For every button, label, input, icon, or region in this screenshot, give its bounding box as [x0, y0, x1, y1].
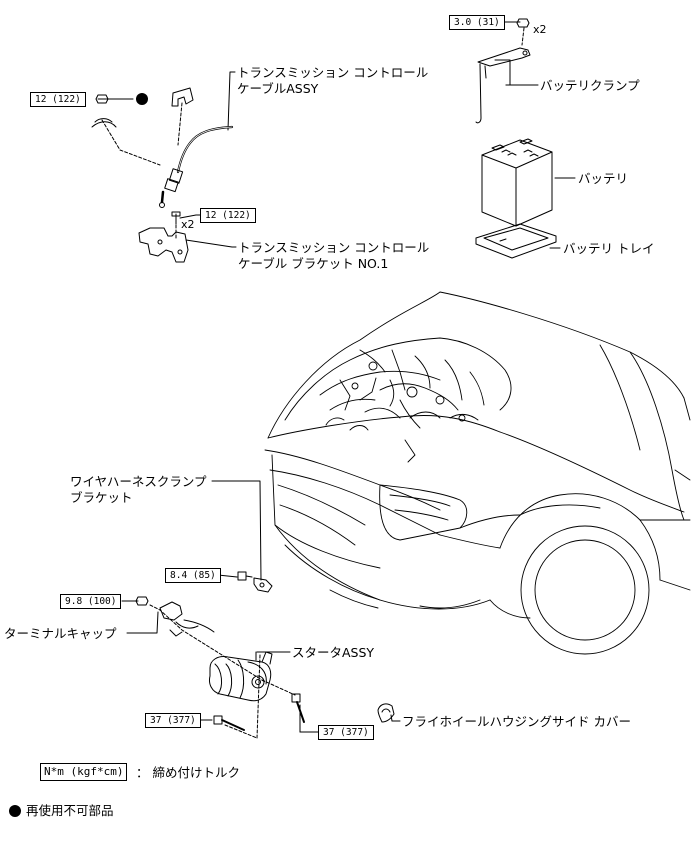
- label-harness-bracket-line1: ワイヤハーネスクランプ: [70, 474, 207, 489]
- label-harness-bracket-line2: ブラケット: [70, 490, 133, 505]
- label-battery-clamp: バッテリクランプ: [540, 78, 640, 93]
- label-cable-bracket-line2: ケーブル ブラケット NO.1: [238, 256, 389, 271]
- torque-box-starter-bolt-left: 37 (377): [145, 713, 201, 728]
- legend-unit-text: ： 締め付けトルク: [136, 765, 240, 780]
- multiplier-battery-clamp: x2: [533, 23, 547, 36]
- legend-unit-box: N*m (kgf*cm): [40, 763, 128, 781]
- vehicle-front-illustration: [264, 291, 691, 655]
- torque-box-battery-clamp: 3.0 (31): [449, 15, 505, 30]
- torque-box-cable-nut: 12 (122): [30, 92, 86, 107]
- torque-box-harness-bracket: 8.4 (85): [165, 568, 221, 583]
- legend-non-reusable-text: 再使用不可部品: [26, 803, 114, 818]
- label-flywheel-cover: フライホイールハウジングサイド カバー: [402, 714, 631, 729]
- torque-box-bracket-bolt: 12 (122): [200, 208, 256, 223]
- torque-box-terminal-nut: 9.8 (100): [60, 594, 122, 609]
- leader-lines: [97, 21, 576, 733]
- label-cable-bracket-line1: トランスミッション コントロール: [238, 240, 430, 255]
- starter-illustration: [135, 571, 395, 731]
- battery-illustration: [475, 18, 557, 259]
- label-terminal-cap: ターミナルキャップ: [4, 626, 117, 641]
- label-battery: バッテリ: [578, 171, 629, 186]
- control-cable-illustration: [91, 87, 234, 263]
- non-reusable-dot-clip: [136, 93, 148, 105]
- label-starter: スタータASSY: [292, 645, 375, 660]
- assembly-dashed-lines: [101, 27, 525, 739]
- label-control-cable-line2: ケーブルASSY: [237, 81, 319, 96]
- label-control-cable-line1: トランスミッション コントロール: [237, 65, 429, 80]
- non-reusable-dot-legend: [9, 805, 21, 817]
- multiplier-bracket: x2: [181, 218, 195, 231]
- torque-box-starter-bolt-right: 37 (377): [318, 725, 374, 740]
- label-battery-tray: バッテリ トレイ: [563, 241, 655, 256]
